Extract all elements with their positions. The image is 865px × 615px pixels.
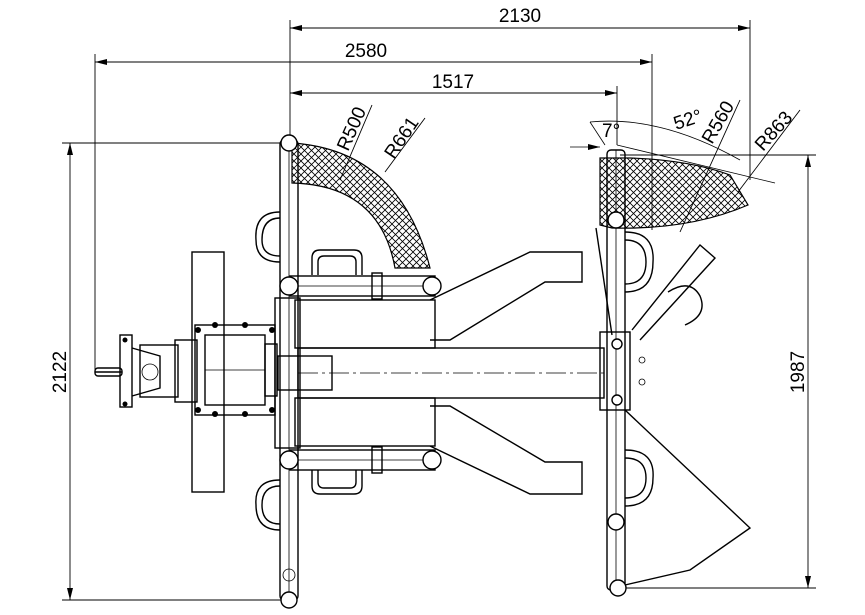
main-frame [274, 251, 646, 495]
dim-label-1987: 1987 [788, 351, 809, 393]
dimension-2580: 2580 [94, 41, 653, 372]
dim-label-2580: 2580 [345, 41, 387, 62]
radius-label-r661: R661 [381, 113, 424, 162]
radius-label-r863: R863 [751, 108, 797, 156]
radius-label-r560: R560 [698, 98, 739, 148]
dim-label-1517: 1517 [432, 72, 474, 93]
dimension-1517: 1517 [290, 72, 618, 145]
left-pole [255, 134, 299, 609]
dimension-1987: 1987 [620, 154, 816, 589]
dim-label-2122: 2122 [50, 351, 71, 393]
dimension-2122: 2122 [50, 142, 290, 601]
right-swing-arc: 7° 52° R560 R863 [570, 98, 801, 233]
motor-unit [94, 251, 278, 493]
upper-cylinder [279, 249, 442, 300]
right-pole [595, 149, 752, 597]
angle-label-7: 7° [602, 121, 620, 142]
dimension-2130: 2130 [289, 6, 751, 180]
dim-label-2130: 2130 [499, 6, 541, 27]
angle-label-52: 52° [671, 106, 705, 135]
left-swing-arc: R500 R661 [291, 104, 431, 269]
lower-cylinder [279, 446, 442, 495]
radius-label-r500: R500 [333, 104, 371, 154]
